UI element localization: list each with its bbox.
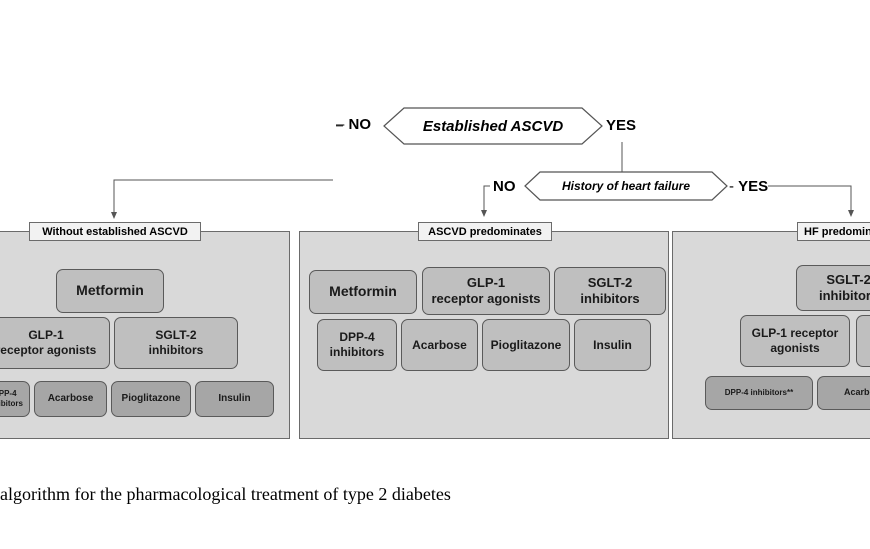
drug-pioglitazone: Pioglitazone bbox=[111, 381, 191, 417]
drug-metformin: Metformin bbox=[309, 270, 417, 314]
drug-metformin: Metformin bbox=[56, 269, 164, 313]
yes-branch-line bbox=[612, 142, 623, 173]
established-ascvd-decision-shape bbox=[383, 107, 603, 145]
drug-glp1-receptor-agonists: GLP-1 receptor agonists bbox=[422, 267, 550, 315]
established-ascvd-yes: YES bbox=[606, 117, 637, 134]
ascvd-no-arrow bbox=[113, 179, 333, 214]
drug-acarbose: Acarbose bbox=[34, 381, 107, 417]
established-ascvd-label: Established ASCVD bbox=[422, 117, 564, 135]
yes-text: YES bbox=[738, 178, 769, 195]
drug-sglt2-inhibitors: SGLT-2 inhibitors bbox=[796, 265, 870, 311]
heart-failure-label: History of heart failure bbox=[561, 179, 691, 193]
dash-glyph: - bbox=[729, 178, 739, 195]
no-text: NO bbox=[348, 116, 372, 133]
panel-title-ascvd-predominates: ASCVD predominates bbox=[418, 222, 552, 241]
hf-no-arrow bbox=[483, 185, 490, 212]
drug-dpp4-inhibitors: DPP-4 inhibitors bbox=[317, 319, 397, 371]
drug-sglt2-inhibitors: SGLT-2 inhibitors bbox=[554, 267, 666, 315]
drug-dpp4-inhibitors: DPP-4 inhibitors bbox=[0, 381, 30, 417]
established-ascvd-no: – NO bbox=[336, 116, 371, 133]
heart-failure-yes: - YES bbox=[729, 178, 768, 195]
hf-yes-arrow bbox=[768, 185, 852, 212]
drug-glp1-receptor-agonists: GLP-1 receptor agonists bbox=[740, 315, 850, 367]
dash-glyph: – bbox=[336, 116, 349, 133]
hf-no-arrowhead bbox=[481, 210, 487, 217]
figure-caption: algorithm for the pharmacological treatm… bbox=[0, 484, 451, 504]
panel-title-without-ascvd: Without established ASCVD bbox=[29, 222, 201, 241]
heart-failure-decision-shape bbox=[524, 171, 728, 201]
drug-acarbose: Acarbose bbox=[817, 376, 870, 410]
drug-insulin: Insulin bbox=[574, 319, 651, 371]
ascvd-no-arrowhead bbox=[111, 212, 117, 219]
panel-title-hf-predominates: HF predominates bbox=[797, 222, 870, 241]
drug-acarbose: Acarbose bbox=[401, 319, 478, 371]
drug-insulin: Insulin bbox=[195, 381, 274, 417]
hf-yes-arrowhead bbox=[848, 210, 854, 217]
drug-dpp4-inhibitors: DPP-4 inhibitors** bbox=[705, 376, 813, 410]
heart-failure-no: NO bbox=[493, 178, 516, 195]
drug-pioglitazone: Pioglitazone bbox=[482, 319, 570, 371]
drug-glp1-receptor-agonists: GLP-1 receptor agonists bbox=[0, 317, 110, 369]
drug-sglt2-inhibitors: SGLT-2 inhibitors bbox=[114, 317, 238, 369]
drug-unknown-clipped bbox=[856, 315, 870, 367]
